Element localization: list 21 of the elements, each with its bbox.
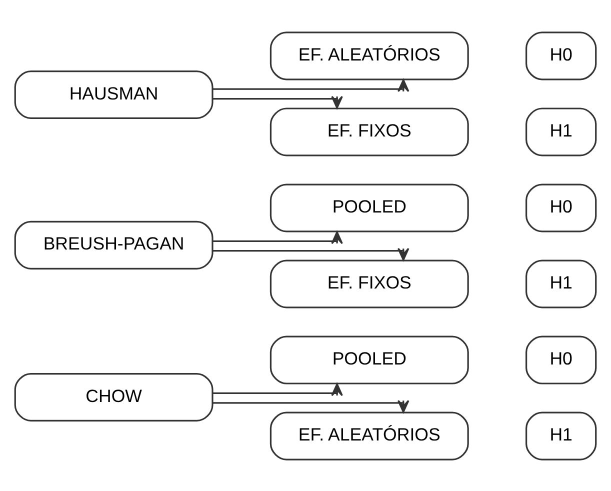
node-box: EF. ALEATÓRIOS (270, 31, 469, 80)
node-box: EF. FIXOS (270, 107, 469, 156)
node-box: EF. FIXOS (270, 259, 469, 308)
node-box: H0 (526, 183, 597, 232)
node-box: H1 (526, 411, 597, 460)
arrow (212, 247, 410, 260)
arrow (213, 95, 343, 108)
arrow (213, 382, 343, 396)
node-box: HAUSMAN (14, 70, 214, 119)
node-box: EF. ALEATÓRIOS (270, 411, 469, 460)
node-box: H1 (526, 259, 597, 308)
node-box: H0 (526, 335, 597, 384)
node-box: H0 (526, 31, 597, 80)
arrow (212, 78, 410, 92)
node-box: POOLED (270, 183, 469, 232)
arrow (213, 230, 343, 244)
node-box: CHOW (14, 372, 214, 422)
arrow (212, 399, 410, 412)
node-box: H1 (526, 107, 597, 156)
node-box: POOLED (270, 335, 469, 384)
node-box: BREUSH-PAGAN (14, 220, 214, 269)
